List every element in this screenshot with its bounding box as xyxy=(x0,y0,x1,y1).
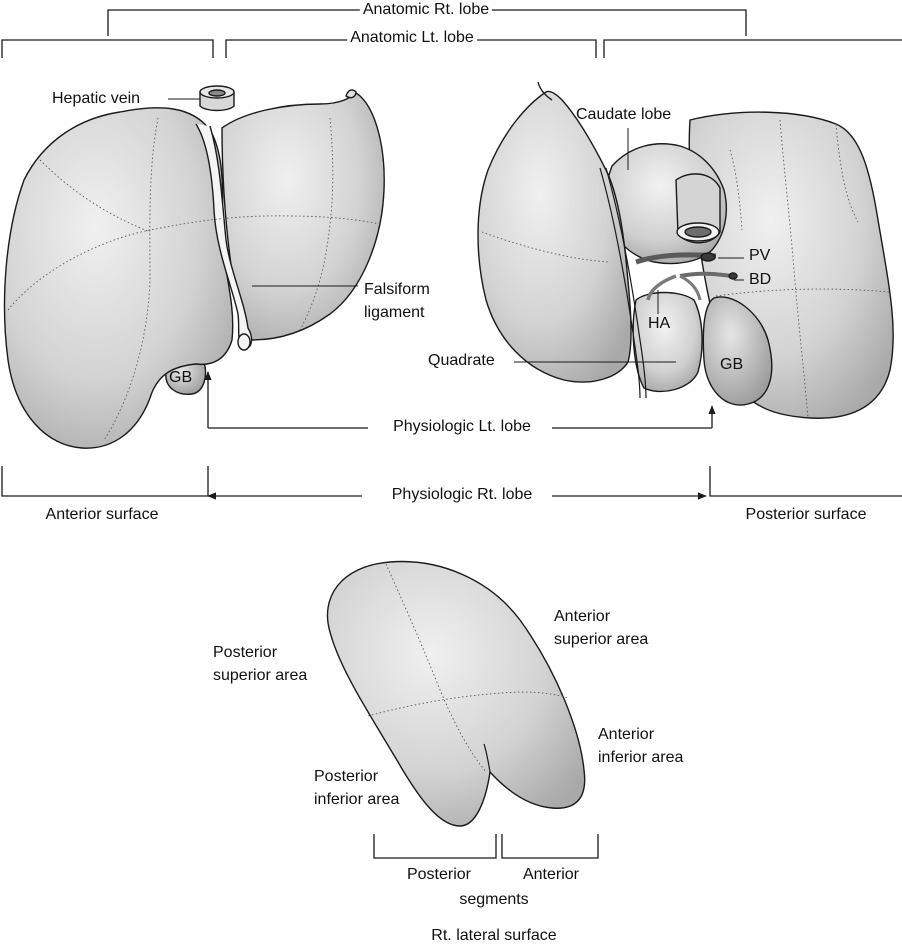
anterior-left-lobe-shape xyxy=(221,91,385,341)
label-anatomic-rt-lobe: Anatomic Rt. lobe xyxy=(359,2,493,18)
label-gb-anterior: GB xyxy=(169,369,193,386)
label-falsiform-ligament: Falsiform ligament xyxy=(364,281,430,322)
label-rt-lateral-surface: Rt. lateral surface xyxy=(431,927,557,944)
label-posterior-superior-area: Posterior superior area xyxy=(213,644,308,685)
lateral-liver xyxy=(326,560,586,827)
posterior-gallbladder-shape xyxy=(702,296,773,406)
label-quadrate: Quadrate xyxy=(428,352,495,369)
label-segments: segments xyxy=(459,891,529,908)
label-anterior-surface: Anterior surface xyxy=(45,506,159,523)
label-physiologic-lt-lobe: Physiologic Lt. lobe xyxy=(390,419,534,435)
posterior-quadrate-shape xyxy=(632,291,703,393)
label-anatomic-lt-lobe: Anatomic Lt. lobe xyxy=(347,30,477,46)
label-caudate-lobe: Caudate lobe xyxy=(576,106,672,123)
label-ha: HA xyxy=(648,315,671,332)
label-pv: PV xyxy=(749,247,771,264)
anatomic-lt-lobe-bracket-left xyxy=(1,39,214,58)
anterior-right-lobe-shape xyxy=(3,107,234,449)
label-bd: BD xyxy=(749,271,772,288)
label-physiologic-rt-lobe: Physiologic Rt. lobe xyxy=(388,487,536,503)
label-hepatic-vein: Hepatic vein xyxy=(52,90,141,107)
lateral-segments-bracket xyxy=(373,834,599,859)
posterior-liver xyxy=(477,81,894,419)
leader-lines xyxy=(168,98,744,363)
anterior-liver xyxy=(3,85,385,449)
label-gb-posterior: GB xyxy=(720,356,744,373)
label-anterior-superior-area: Anterior superior area xyxy=(554,608,649,649)
label-posterior: Posterior xyxy=(406,866,472,883)
physiologic-lt-lobe-bracket xyxy=(204,371,716,429)
label-posterior-surface: Posterior surface xyxy=(745,506,867,523)
posterior-surface-gridlines xyxy=(481,119,891,419)
anterior-surface-gridlines xyxy=(7,117,381,441)
posterior-left-lobe-shape xyxy=(477,90,632,383)
label-posterior-inferior-area: Posterior inferior area xyxy=(314,768,400,809)
physiologic-rt-lobe-bracket xyxy=(1,466,902,500)
label-anterior-inferior-area: Anterior inferior area xyxy=(598,726,684,767)
anatomic-rt-lobe-bracket-right xyxy=(603,39,902,58)
lateral-surface-gridlines xyxy=(367,563,569,773)
label-anterior: Anterior xyxy=(522,866,580,883)
